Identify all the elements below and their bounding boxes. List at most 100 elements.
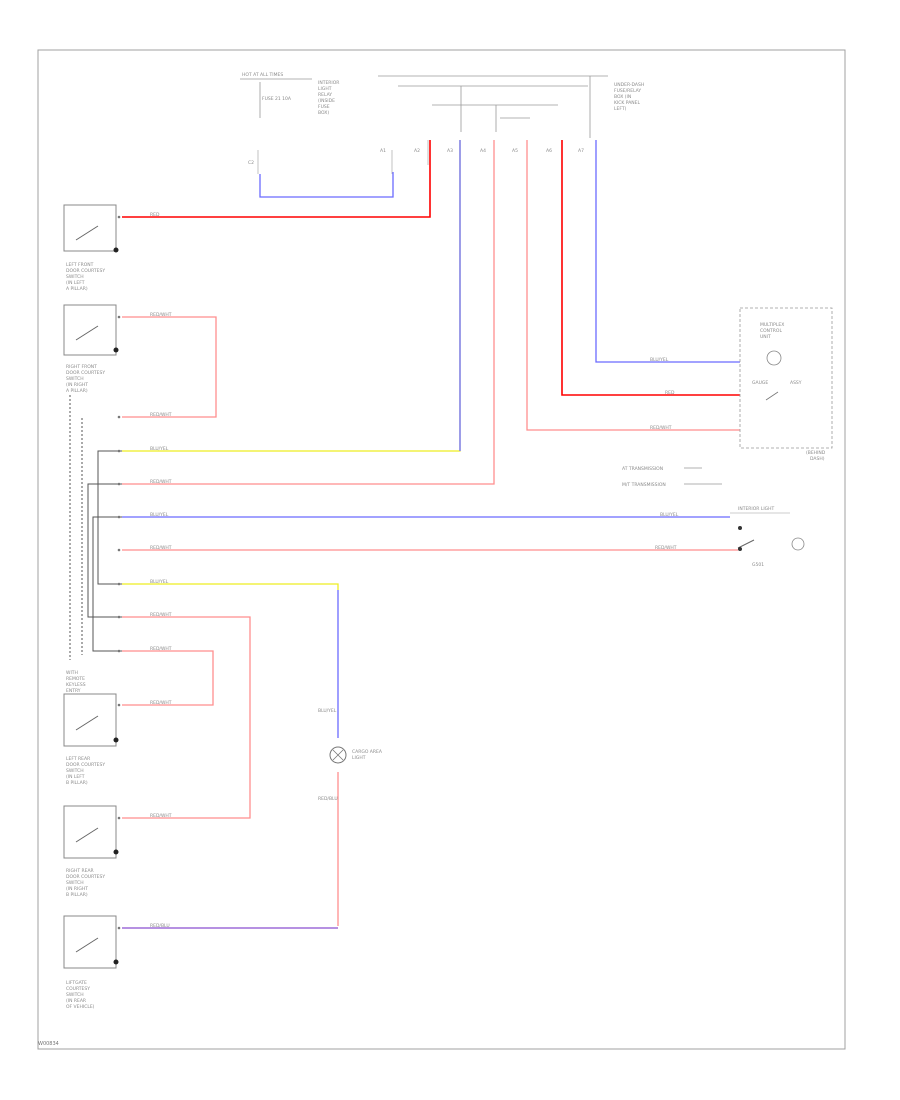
wire-row2-row3-loop (122, 316, 217, 418)
wire-label-lamp-bot: RED/BLU (318, 796, 338, 802)
svg-text:C2: C2 (248, 160, 254, 166)
wire-row8 (122, 583, 339, 590)
svg-text:A5: A5 (512, 148, 518, 154)
wire-row5 (122, 140, 495, 485)
ground-bus (69, 395, 122, 660)
wire-label-row3: RED/WHT (150, 412, 172, 418)
svg-text:A1: A1 (380, 148, 386, 154)
cargo-area-light: CARGO AREA LIGHT (329, 746, 383, 764)
svg-text:SWITCH: SWITCH (66, 376, 84, 382)
svg-text:FUSE 21 10A: FUSE 21 10A (262, 96, 292, 102)
svg-text:(IN RIGHT: (IN RIGHT (66, 382, 88, 388)
svg-text:A3: A3 (447, 148, 453, 154)
svg-text:AT TRANSMISSION: AT TRANSMISSION (622, 466, 663, 472)
svg-text:DOOR COURTESY: DOOR COURTESY (66, 370, 105, 376)
svg-text:CONTROL: CONTROL (760, 328, 782, 334)
svg-text:(BEHIND: (BEHIND (806, 450, 826, 456)
svg-text:(INSIDE: (INSIDE (318, 98, 335, 104)
svg-text:DOOR COURTESY: DOOR COURTESY (66, 762, 105, 768)
svg-text:KICK PANEL: KICK PANEL (614, 100, 641, 106)
svg-text:DOOR COURTESY: DOOR COURTESY (66, 874, 105, 880)
svg-text:(IN REAR: (IN REAR (66, 998, 86, 1004)
svg-text:SWITCH: SWITCH (66, 274, 84, 280)
top-connector-labels: C2 A1 A2 A3 A4 A5 A6 A7 (248, 148, 584, 166)
svg-text:A7: A7 (578, 148, 584, 154)
svg-text:A6: A6 (546, 148, 552, 154)
svg-text:(IN LEFT: (IN LEFT (66, 280, 85, 286)
interior-light: INTERIOR LIGHT G501 (730, 506, 805, 568)
svg-text:RIGHT FRONT: RIGHT FRONT (66, 364, 97, 370)
svg-text:B PILLAR): B PILLAR) (66, 780, 88, 786)
wire-label-row7-right: RED/WHT (655, 545, 677, 551)
wire-label-row4: BLU/YEL (150, 446, 169, 452)
svg-text:KEYLESS: KEYLESS (66, 682, 86, 688)
switch-rear-right: RIGHT REAR DOOR COURTESY SWITCH (IN RIGH… (63, 805, 119, 898)
wire-label-row11: RED/WHT (150, 700, 172, 706)
svg-text:BOX): BOX) (318, 110, 329, 116)
switch-front-left: LEFT FRONT DOOR COURTESY SWITCH (IN LEFT… (63, 204, 119, 292)
wire-labels: RED RED/WHT RED/WHT BLU/YEL RED/WHT BLU/… (150, 212, 679, 929)
svg-text:A4: A4 (480, 148, 486, 154)
multiplex-control-unit: MULTIPLEX CONTROL UNIT GAUGE ASSY (BEHIN… (739, 307, 833, 462)
wire-mod2 (561, 140, 740, 396)
top-fuse-area: HOT AT ALL TIMES FUSE 21 10A INTERIOR LI… (240, 72, 644, 174)
wire-label-row1: RED (150, 212, 160, 218)
under-dash-box-label: UNDER-DASH FUSE/RELAY BOX (IN KICK PANEL… (614, 82, 644, 112)
wire-label-row5: RED/WHT (150, 479, 172, 485)
svg-text:LEFT): LEFT) (614, 106, 627, 112)
svg-text:WITH: WITH (66, 670, 78, 676)
switch-liftgate: LIFTGATE COURTESY SWITCH (IN REAR OF VEH… (63, 915, 119, 1010)
wire-label-row10: RED/WHT (150, 646, 172, 652)
svg-text:DOOR COURTESY: DOOR COURTESY (66, 268, 105, 274)
wire-label-row9: RED/WHT (150, 612, 172, 618)
svg-text:A2: A2 (414, 148, 420, 154)
fuse-21-label: FUSE 21 10A (262, 96, 292, 102)
svg-text:LIGHT: LIGHT (318, 86, 332, 92)
wires (122, 140, 740, 929)
wire-label-mod2: RED (665, 390, 675, 396)
wire-label-row13: RED/BLU (150, 923, 170, 929)
svg-text:ASSY: ASSY (790, 380, 802, 386)
wire-label-mod3: RED/WHT (650, 425, 672, 431)
wire-label-row7: RED/WHT (150, 545, 172, 551)
svg-text:CARGO AREA: CARGO AREA (352, 749, 383, 755)
svg-text:G501: G501 (752, 562, 764, 568)
svg-text:LIFTGATE: LIFTGATE (66, 980, 87, 986)
switch-rear-left: LEFT REAR DOOR COURTESY SWITCH (IN LEFT … (63, 693, 119, 786)
svg-text:LEFT FRONT: LEFT FRONT (66, 262, 94, 268)
wire-mod1 (595, 140, 740, 363)
transmission-key: AT TRANSMISSION M/T TRANSMISSION (622, 466, 722, 488)
svg-text:MULTIPLEX: MULTIPLEX (760, 322, 784, 328)
svg-text:A PILLAR): A PILLAR) (66, 388, 88, 394)
svg-text:M/T TRANSMISSION: M/T TRANSMISSION (622, 482, 666, 488)
svg-text:OF VEHICLE): OF VEHICLE) (66, 1004, 95, 1010)
svg-text:INTERIOR: INTERIOR (318, 80, 339, 86)
svg-text:A PILLAR): A PILLAR) (66, 286, 88, 292)
svg-text:DASH): DASH) (810, 456, 825, 462)
svg-text:(IN LEFT: (IN LEFT (66, 774, 85, 780)
svg-text:B PILLAR): B PILLAR) (66, 892, 88, 898)
hot-label: HOT AT ALL TIMES (242, 72, 283, 78)
svg-text:(IN RIGHT: (IN RIGHT (66, 886, 88, 892)
svg-text:SWITCH: SWITCH (66, 880, 84, 886)
wire-label-row12: RED/WHT (150, 813, 172, 819)
switch-front-right: RIGHT FRONT DOOR COURTESY SWITCH (IN RIG… (63, 304, 119, 394)
interior-light-relay-label: INTERIOR LIGHT RELAY (INSIDE FUSE BOX) (318, 80, 339, 116)
svg-text:BOX (IN: BOX (IN (614, 94, 631, 100)
wire-fuse-loop (259, 172, 394, 198)
svg-text:FUSE/RELAY: FUSE/RELAY (614, 88, 641, 94)
wire-label-lamp-top: BLU/YEL (318, 708, 337, 714)
svg-text:RIGHT REAR: RIGHT REAR (66, 868, 94, 874)
svg-text:GAUGE: GAUGE (752, 380, 768, 386)
svg-text:UNIT: UNIT (760, 334, 771, 340)
remote-keyless-note: WITH REMOTE KEYLESS ENTRY (66, 670, 86, 694)
wire-row1 (122, 140, 431, 218)
wire-label-row6: BLU/YEL (150, 512, 169, 518)
wire-label-row8: BLU/YEL (150, 579, 169, 585)
svg-text:LEFT REAR: LEFT REAR (66, 756, 90, 762)
wire-row9 (122, 616, 251, 819)
svg-text:COURTESY: COURTESY (66, 986, 90, 992)
svg-text:ENTRY: ENTRY (66, 688, 81, 694)
svg-text:UNDER-DASH: UNDER-DASH (614, 82, 644, 88)
